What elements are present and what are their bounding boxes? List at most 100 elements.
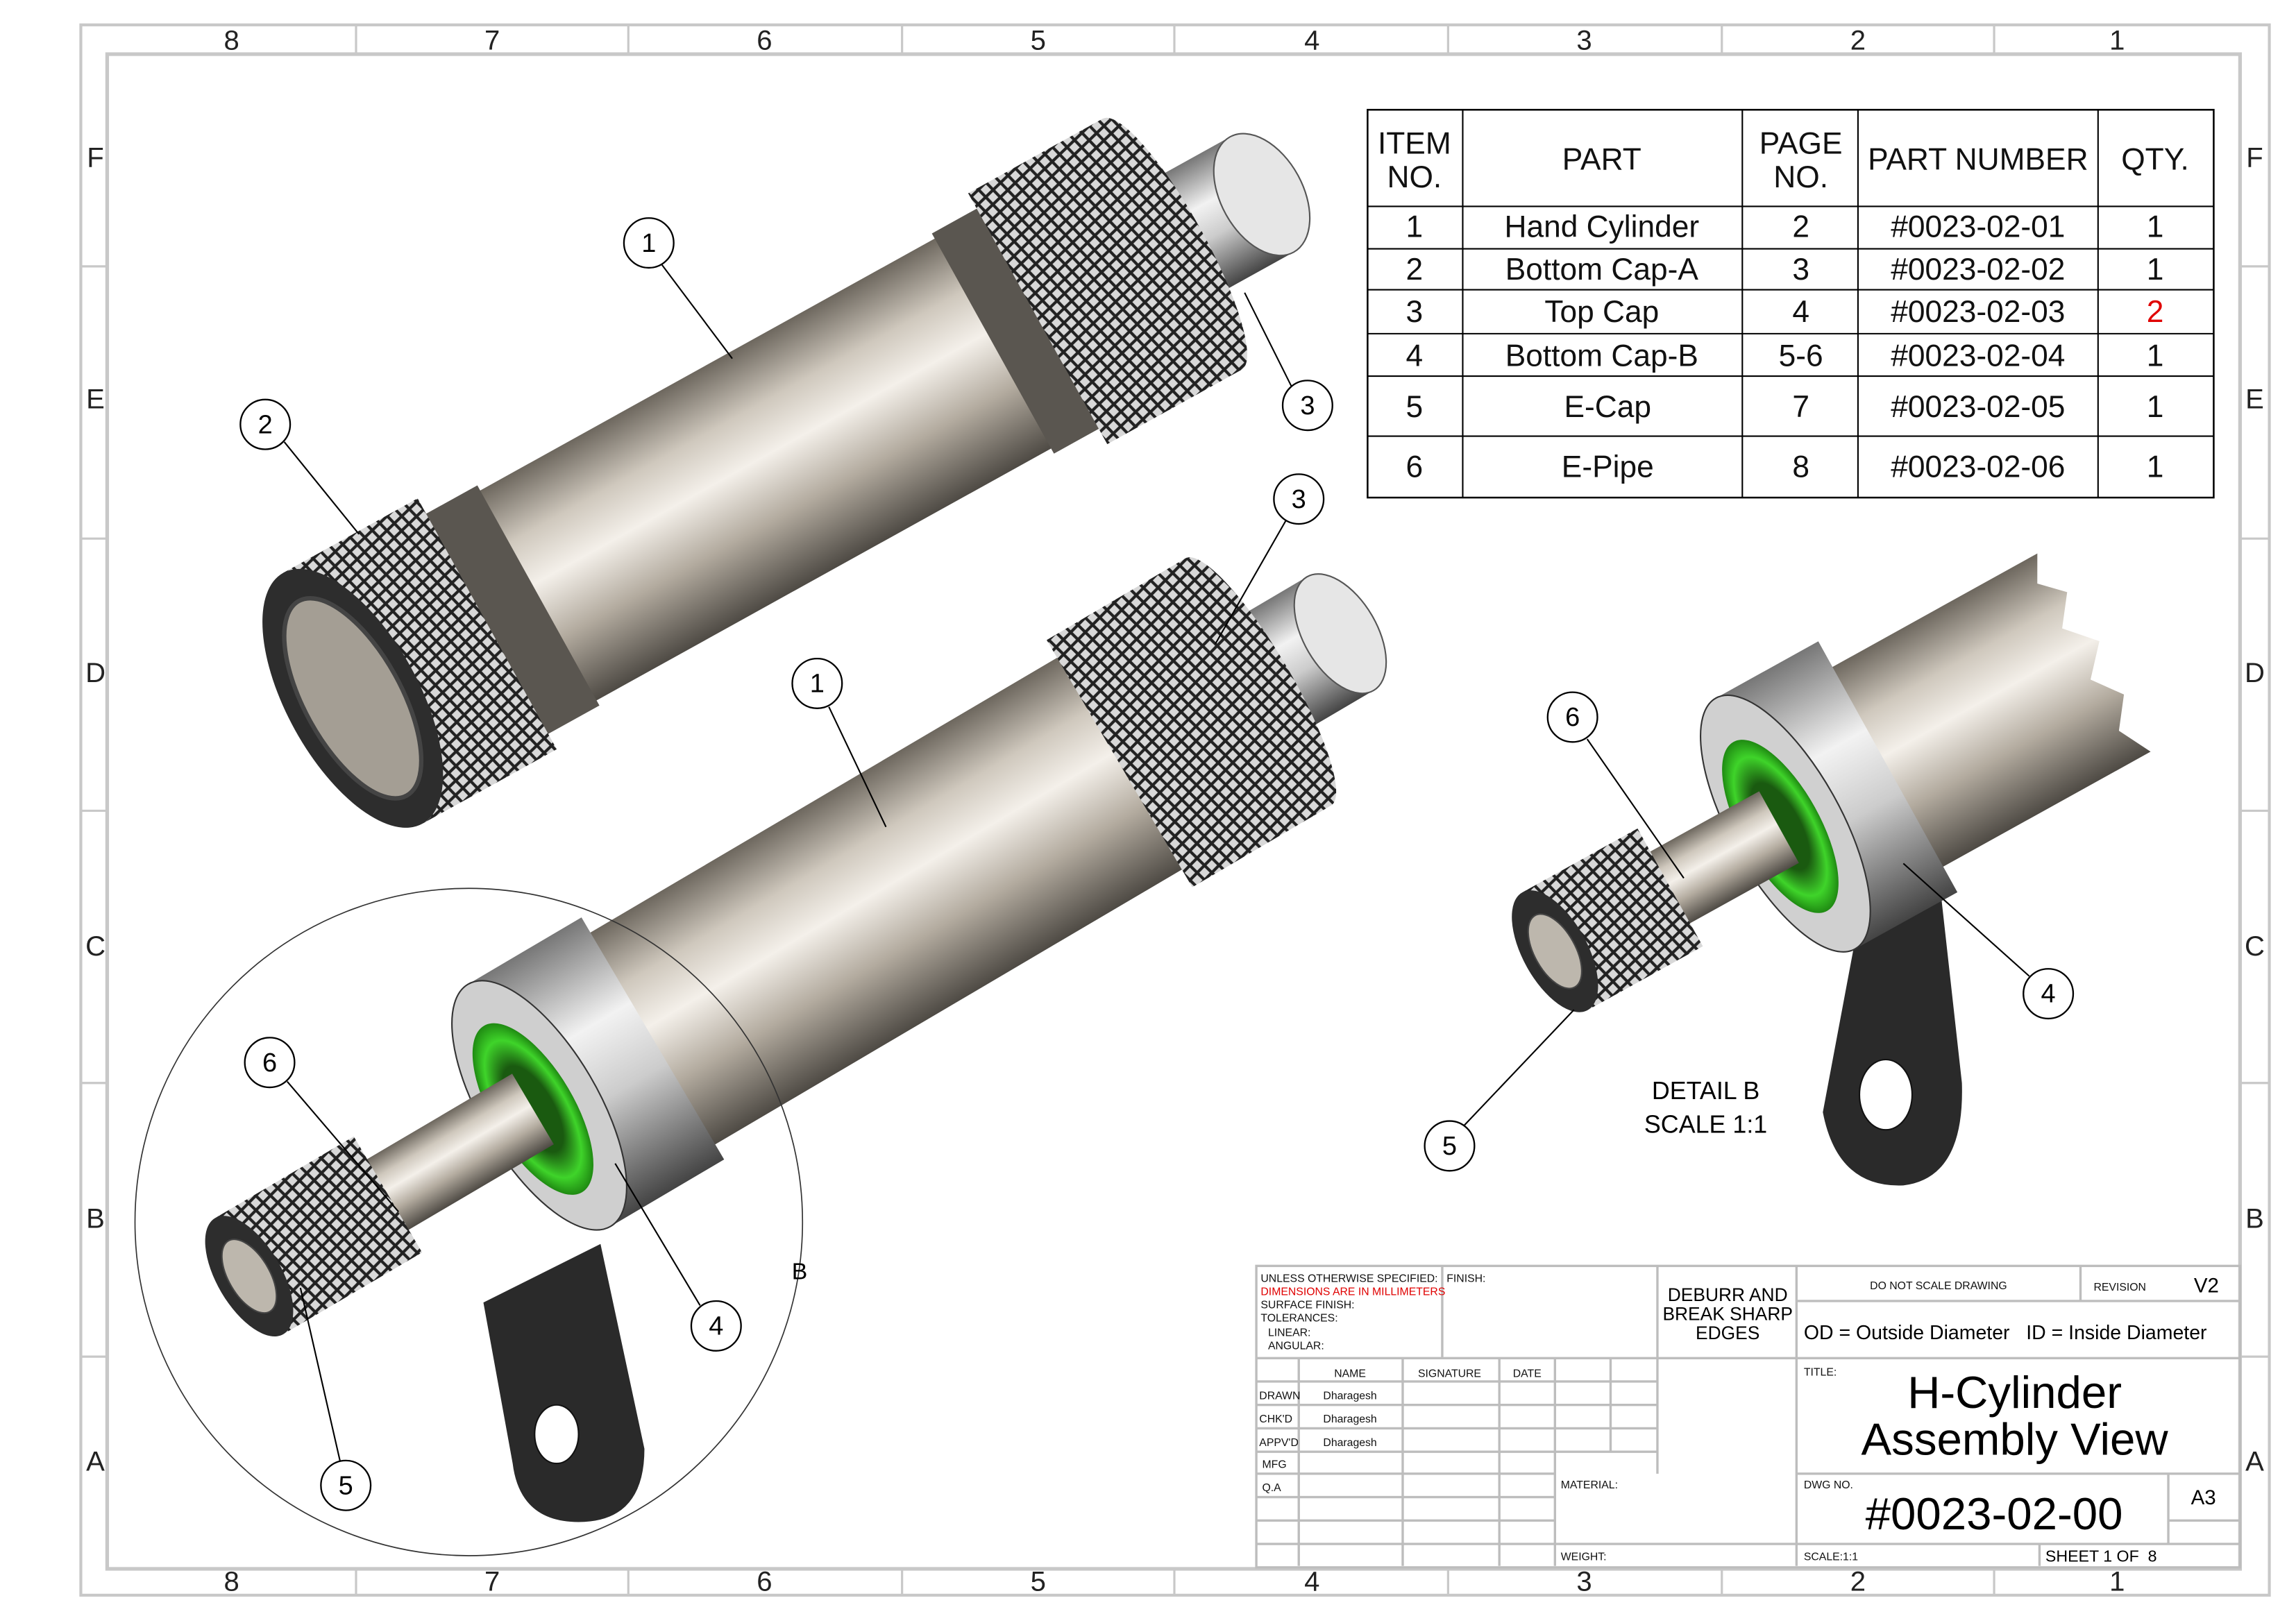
svg-text:5: 5 bbox=[1442, 1132, 1457, 1161]
tb-unless: UNLESS OTHERWISE SPECIFIED: bbox=[1260, 1273, 1437, 1285]
tb-no-scale: DO NOT SCALE DRAWING bbox=[1870, 1280, 2007, 1292]
zone-row-label: F bbox=[87, 142, 103, 173]
tb-role: DRAWN bbox=[1259, 1390, 1300, 1402]
zone-col-label: 4 bbox=[1304, 1567, 1319, 1597]
balloon: 3 bbox=[1281, 380, 1333, 432]
tb-col-signature: SIGNATURE bbox=[1418, 1368, 1481, 1380]
zone-row-label: B bbox=[86, 1204, 105, 1234]
bom-header-page: NO. bbox=[1773, 160, 1828, 194]
zone-col-label: 6 bbox=[757, 1567, 772, 1597]
drawing-title: H-Cylinder bbox=[1907, 1367, 2122, 1418]
tb-title-label: TITLE: bbox=[1804, 1367, 1837, 1379]
detail-view bbox=[1512, 553, 2151, 1012]
zone-row-label: C bbox=[2245, 931, 2265, 962]
svg-text:5: 5 bbox=[1406, 390, 1424, 424]
svg-text:6: 6 bbox=[1406, 450, 1424, 484]
detail-bracket bbox=[1823, 819, 1962, 1186]
zone-col-label: 1 bbox=[2109, 26, 2125, 56]
svg-text:Hand Cylinder: Hand Cylinder bbox=[1505, 210, 1700, 244]
svg-text:1: 1 bbox=[1406, 210, 1424, 244]
balloon: 1 bbox=[623, 217, 675, 269]
svg-text:4: 4 bbox=[2041, 980, 2056, 1009]
knurl-edge bbox=[1097, 117, 1247, 371]
svg-text:2: 2 bbox=[258, 410, 273, 439]
bearing bbox=[1722, 740, 1839, 913]
balloon: 4 bbox=[690, 1300, 742, 1352]
svg-text:3: 3 bbox=[1406, 295, 1424, 329]
tb-linear: LINEAR: bbox=[1268, 1327, 1310, 1339]
drawing-number: #0023-02-00 bbox=[1866, 1488, 2123, 1539]
sheet-size: A3 bbox=[2191, 1486, 2216, 1509]
zone-row-label: D bbox=[85, 658, 105, 688]
tb-col-date: DATE bbox=[1513, 1368, 1542, 1380]
svg-text:3: 3 bbox=[1300, 391, 1315, 420]
balloons: 1 2 3 3 1 6 4 5 6 4 5 bbox=[239, 217, 2075, 1511]
svg-text:#0023-02-01: #0023-02-01 bbox=[1891, 210, 2065, 244]
balloon: 5 bbox=[1424, 1120, 1476, 1172]
detail-marker: B bbox=[792, 1258, 808, 1284]
zone-col-label: 8 bbox=[224, 26, 239, 56]
zone-col-label: 5 bbox=[1031, 26, 1046, 56]
svg-text:6: 6 bbox=[262, 1048, 277, 1078]
zone-row-label: C bbox=[85, 931, 105, 962]
tb-role-name: Dharagesh bbox=[1323, 1413, 1376, 1425]
zone-ticks bbox=[81, 24, 2270, 1595]
svg-text:Bottom Cap-A: Bottom Cap-A bbox=[1505, 253, 1699, 287]
svg-text:4: 4 bbox=[709, 1312, 723, 1341]
tb-deburr: EDGES bbox=[1696, 1323, 1759, 1343]
thread-band bbox=[419, 485, 600, 738]
svg-text:6: 6 bbox=[1565, 703, 1580, 732]
svg-text:2: 2 bbox=[1792, 210, 1809, 244]
bottom-cap-bore bbox=[282, 596, 424, 801]
shaft-end bbox=[1213, 133, 1311, 257]
zone-labels: 8 7 6 5 4 3 2 1 8 7 6 5 4 3 2 1 F E D C … bbox=[85, 26, 2265, 1597]
tb-finish: FINISH: bbox=[1446, 1273, 1485, 1285]
svg-text:E-Pipe: E-Pipe bbox=[1562, 450, 1654, 484]
bom-header-part-number: PART NUMBER bbox=[1868, 143, 2088, 177]
svg-text:5: 5 bbox=[339, 1471, 353, 1500]
tb-role: MFG bbox=[1263, 1459, 1287, 1470]
balloon: 5 bbox=[320, 1459, 372, 1511]
zone-row-label: D bbox=[2245, 658, 2265, 688]
svg-text:3: 3 bbox=[1292, 485, 1306, 514]
balloon: 6 bbox=[1546, 691, 1598, 743]
svg-text:1: 1 bbox=[810, 670, 825, 699]
svg-text:Top Cap: Top Cap bbox=[1544, 295, 1659, 329]
svg-text:1: 1 bbox=[2147, 339, 2164, 373]
svg-text:E-Cap: E-Cap bbox=[1564, 390, 1652, 424]
detail-scale: SCALE 1:1 bbox=[1644, 1110, 1767, 1138]
svg-text:#0023-02-02: #0023-02-02 bbox=[1891, 253, 2065, 287]
tb-dwg-label: DWG NO. bbox=[1804, 1479, 1853, 1491]
tb-col-name: NAME bbox=[1334, 1368, 1366, 1380]
balloon: 1 bbox=[791, 657, 843, 709]
bottom-cap-knurl bbox=[283, 498, 557, 824]
balloon: 2 bbox=[239, 398, 292, 450]
title-block: UNLESS OTHERWISE SPECIFIED: DIMENSIONS A… bbox=[1255, 1264, 2242, 1569]
assembly-view bbox=[205, 557, 1387, 1336]
drawing-title: Assembly View bbox=[1862, 1413, 2169, 1464]
zone-row-label: A bbox=[86, 1447, 105, 1477]
zone-col-label: 8 bbox=[224, 1567, 239, 1597]
top-cylinder-view bbox=[262, 117, 1311, 828]
zone-row-label: B bbox=[2245, 1204, 2264, 1234]
bottom-cap-b bbox=[1716, 641, 1958, 949]
zone-row-label: E bbox=[86, 384, 105, 414]
bom-header-item: NO. bbox=[1387, 160, 1442, 194]
tb-revision: V2 bbox=[2194, 1274, 2219, 1297]
svg-text:4: 4 bbox=[1792, 295, 1809, 329]
zone-row-label: A bbox=[2245, 1447, 2264, 1477]
e-pipe bbox=[354, 1073, 554, 1237]
bom-header-part: PART bbox=[1562, 143, 1641, 177]
tb-tolerances: TOLERANCES: bbox=[1260, 1313, 1337, 1325]
svg-text:8: 8 bbox=[1792, 450, 1809, 484]
tb-role-name: Dharagesh bbox=[1323, 1390, 1376, 1402]
bom-table: ITEM NO. PART PAGE NO. PART NUMBER QTY. … bbox=[1367, 108, 2215, 499]
top-cap-knurl bbox=[968, 119, 1242, 445]
zone-col-label: 3 bbox=[1576, 1567, 1592, 1597]
zone-col-label: 4 bbox=[1304, 26, 1319, 56]
